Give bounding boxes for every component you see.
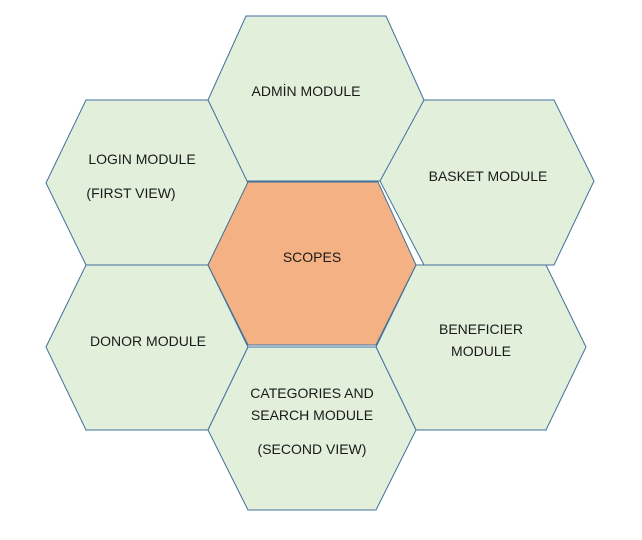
hex-categories-label-line3: (SECOND VIEW) (258, 441, 367, 457)
hex-login-label-line2: (FIRST VIEW) (86, 185, 175, 201)
hex-categories-module: CATEGORIES AND SEARCH MODULE (SECOND VIE… (207, 346, 417, 511)
hex-login-shape (45, 99, 249, 266)
hex-donor-label: DONOR MODULE (90, 333, 206, 349)
hex-login-label-line1: LOGIN MODULE (88, 151, 195, 167)
hex-basket-module: BASKET MODULE (379, 99, 595, 266)
hex-login-module: LOGIN MODULE (FIRST VIEW) (45, 99, 249, 266)
hex-categories-shape (207, 346, 417, 511)
hex-basket-label: BASKET MODULE (429, 168, 548, 184)
hex-admin-label: ADMİN MODULE (252, 82, 361, 99)
hex-admin-module: ADMİN MODULE (207, 15, 425, 182)
hex-categories-label-line2: SEARCH MODULE (251, 407, 373, 423)
hex-beneficier-module: BENEFICIER MODULE (375, 264, 587, 431)
hex-beneficier-label-line2: MODULE (451, 343, 511, 359)
hex-beneficier-label-line1: BENEFICIER (439, 321, 523, 337)
hex-scopes-shape (207, 181, 417, 346)
hex-scopes-label: SCOPES (283, 249, 341, 265)
hex-categories-label-line1: CATEGORIES AND (250, 385, 373, 401)
hex-scopes-center: SCOPES (207, 181, 417, 346)
hex-donor-module: DONOR MODULE (45, 264, 249, 431)
